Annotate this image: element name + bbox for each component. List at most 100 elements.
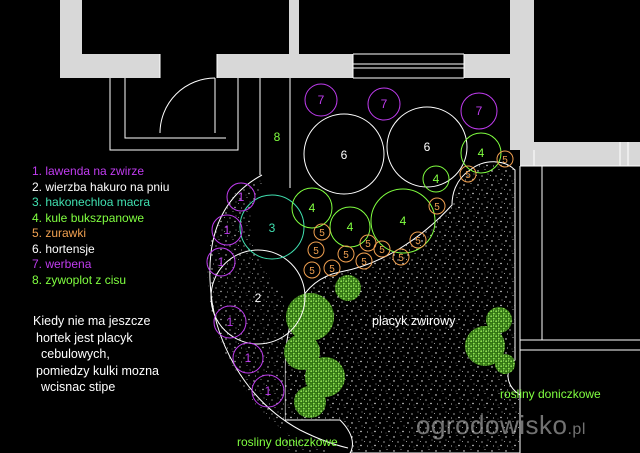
plant-number-heuchera: 5 xyxy=(434,202,440,213)
plant-number-heuchera: 5 xyxy=(398,253,404,264)
note-line: Kiedy nie ma jeszcze xyxy=(33,314,151,328)
plant-number-heuchera: 5 xyxy=(502,155,508,166)
heuchera xyxy=(373,240,391,258)
yew-hedge: 8 xyxy=(274,130,281,144)
plant-number-verbena: 7 xyxy=(318,93,325,107)
plant-number-verbena: 7 xyxy=(381,97,388,111)
plant-number-heuchera: 5 xyxy=(465,170,471,181)
lavender xyxy=(211,214,243,246)
potted-plants xyxy=(284,275,515,418)
heuchera xyxy=(337,245,355,263)
hydrangea xyxy=(303,113,385,195)
pots-label-right: rosliny doniczkowe xyxy=(500,387,601,401)
hakonechloa: 3 xyxy=(239,194,305,260)
watermark: ogrodowisko.pl xyxy=(416,410,586,441)
plant-number-verbena: 7 xyxy=(476,104,483,118)
plant-number-lavender: 1 xyxy=(238,190,245,204)
plant-number-heuchera: 5 xyxy=(309,266,315,277)
plant-number-grass: 3 xyxy=(269,221,276,235)
plant-number-lavender: 1 xyxy=(265,384,272,398)
note-line: wcisnac stipe xyxy=(41,380,116,394)
potted-plant xyxy=(294,386,326,418)
verbena xyxy=(460,92,498,130)
hydrangea xyxy=(386,106,468,188)
plant-number-heuchera: 5 xyxy=(319,228,325,239)
plant-number-hydrangea: 6 xyxy=(341,148,348,162)
boxwood-ball xyxy=(422,165,450,193)
heuchera xyxy=(459,165,477,183)
plant-number-lavender: 1 xyxy=(227,315,234,329)
lavender xyxy=(251,374,285,408)
lavender xyxy=(213,305,247,339)
plant-number-willow: 2 xyxy=(255,291,262,305)
note-line: cebulowych, xyxy=(41,347,110,361)
plant-number-heuchera: 5 xyxy=(313,246,319,257)
legend-item: 5. zurawki xyxy=(32,226,87,240)
heuchera xyxy=(307,241,325,259)
plant-number-lavender: 1 xyxy=(218,255,225,269)
potted-plant xyxy=(284,334,320,370)
heuchera-plants xyxy=(303,150,514,279)
watermark-suffix: .pl xyxy=(567,421,586,438)
lavender-labels: 1 1 1 1 1 1 xyxy=(218,190,272,398)
plant-number-yew: 8 xyxy=(274,130,281,144)
plant-number-lavender: 1 xyxy=(224,223,231,237)
heuchera xyxy=(323,259,341,277)
verbena xyxy=(304,83,338,117)
pots-label-bottom: rosliny doniczkowe xyxy=(237,435,338,449)
potted-plant xyxy=(495,354,515,374)
plant-number-hydrangea: 6 xyxy=(424,140,431,154)
legend-item: 2. wierzba hakuro na pniu xyxy=(32,179,170,194)
willow: 2 xyxy=(210,249,306,345)
note-line: pomiedzy kulki mozna xyxy=(36,363,159,378)
hydrangea-labels: 6 6 xyxy=(341,140,431,162)
potted-plant xyxy=(465,326,505,366)
boxwood-ball xyxy=(460,132,502,174)
legend-item: 7. werbena xyxy=(32,257,92,271)
plant-number-heuchera: 5 xyxy=(365,239,371,250)
heuchera xyxy=(392,248,410,266)
potted-plant xyxy=(286,293,334,341)
heuchera xyxy=(313,223,331,241)
boxwood-ball xyxy=(370,188,436,254)
verbena-plants xyxy=(304,83,498,130)
plant-number-boxwood: 4 xyxy=(400,214,407,228)
legend-item: 4. kule bukszpanowe xyxy=(32,210,145,225)
boxwood-ball xyxy=(291,187,333,229)
lavender xyxy=(206,247,236,277)
plant-number-boxwood: 4 xyxy=(478,146,485,160)
plant-number-heuchera: 5 xyxy=(361,257,367,268)
potted-plant xyxy=(335,275,361,301)
legend-item: 8. zywoplot z cisu xyxy=(32,272,127,287)
legend-item: 3. hakonechloa macra xyxy=(32,195,151,209)
legend-item: 1. lawenda na zwirze xyxy=(32,164,145,178)
plant-number-lavender: 1 xyxy=(245,351,252,365)
plant-legend: 1. lawenda na zwirze 2. wierzba hakuro n… xyxy=(32,164,169,288)
plant-number-boxwood: 4 xyxy=(309,201,316,215)
watermark-main: ogrodowisko xyxy=(416,410,568,440)
architecture-lines xyxy=(109,53,640,453)
heuchera xyxy=(496,150,514,168)
lavender xyxy=(226,182,256,212)
hydrangeas xyxy=(303,106,468,195)
gravel-areas xyxy=(207,125,521,453)
house-walls xyxy=(60,0,640,166)
heuchera xyxy=(355,252,373,270)
verbena-labels: 7 7 7 xyxy=(318,93,483,118)
legend-item: 6. hortensje xyxy=(32,241,95,256)
lavender xyxy=(232,342,264,374)
plant-number-heuchera: 5 xyxy=(379,245,385,256)
plant-number-heuchera: 5 xyxy=(343,250,349,261)
boxwood-labels: 4 4 4 4 4 xyxy=(309,146,485,234)
verbena xyxy=(367,87,401,121)
plant-number-boxwood: 4 xyxy=(433,172,440,186)
plant-number-heuchera: 5 xyxy=(329,264,335,275)
heuchera xyxy=(303,261,321,279)
gravel-area-label: placyk zwirowy xyxy=(372,314,456,328)
plant-number-heuchera: 5 xyxy=(415,236,421,247)
heuchera xyxy=(409,231,427,249)
lavender-plants xyxy=(206,182,285,408)
heuchera-labels: 5 5 5 5 5 5 5 5 5 5 5 5 5 xyxy=(309,155,508,277)
